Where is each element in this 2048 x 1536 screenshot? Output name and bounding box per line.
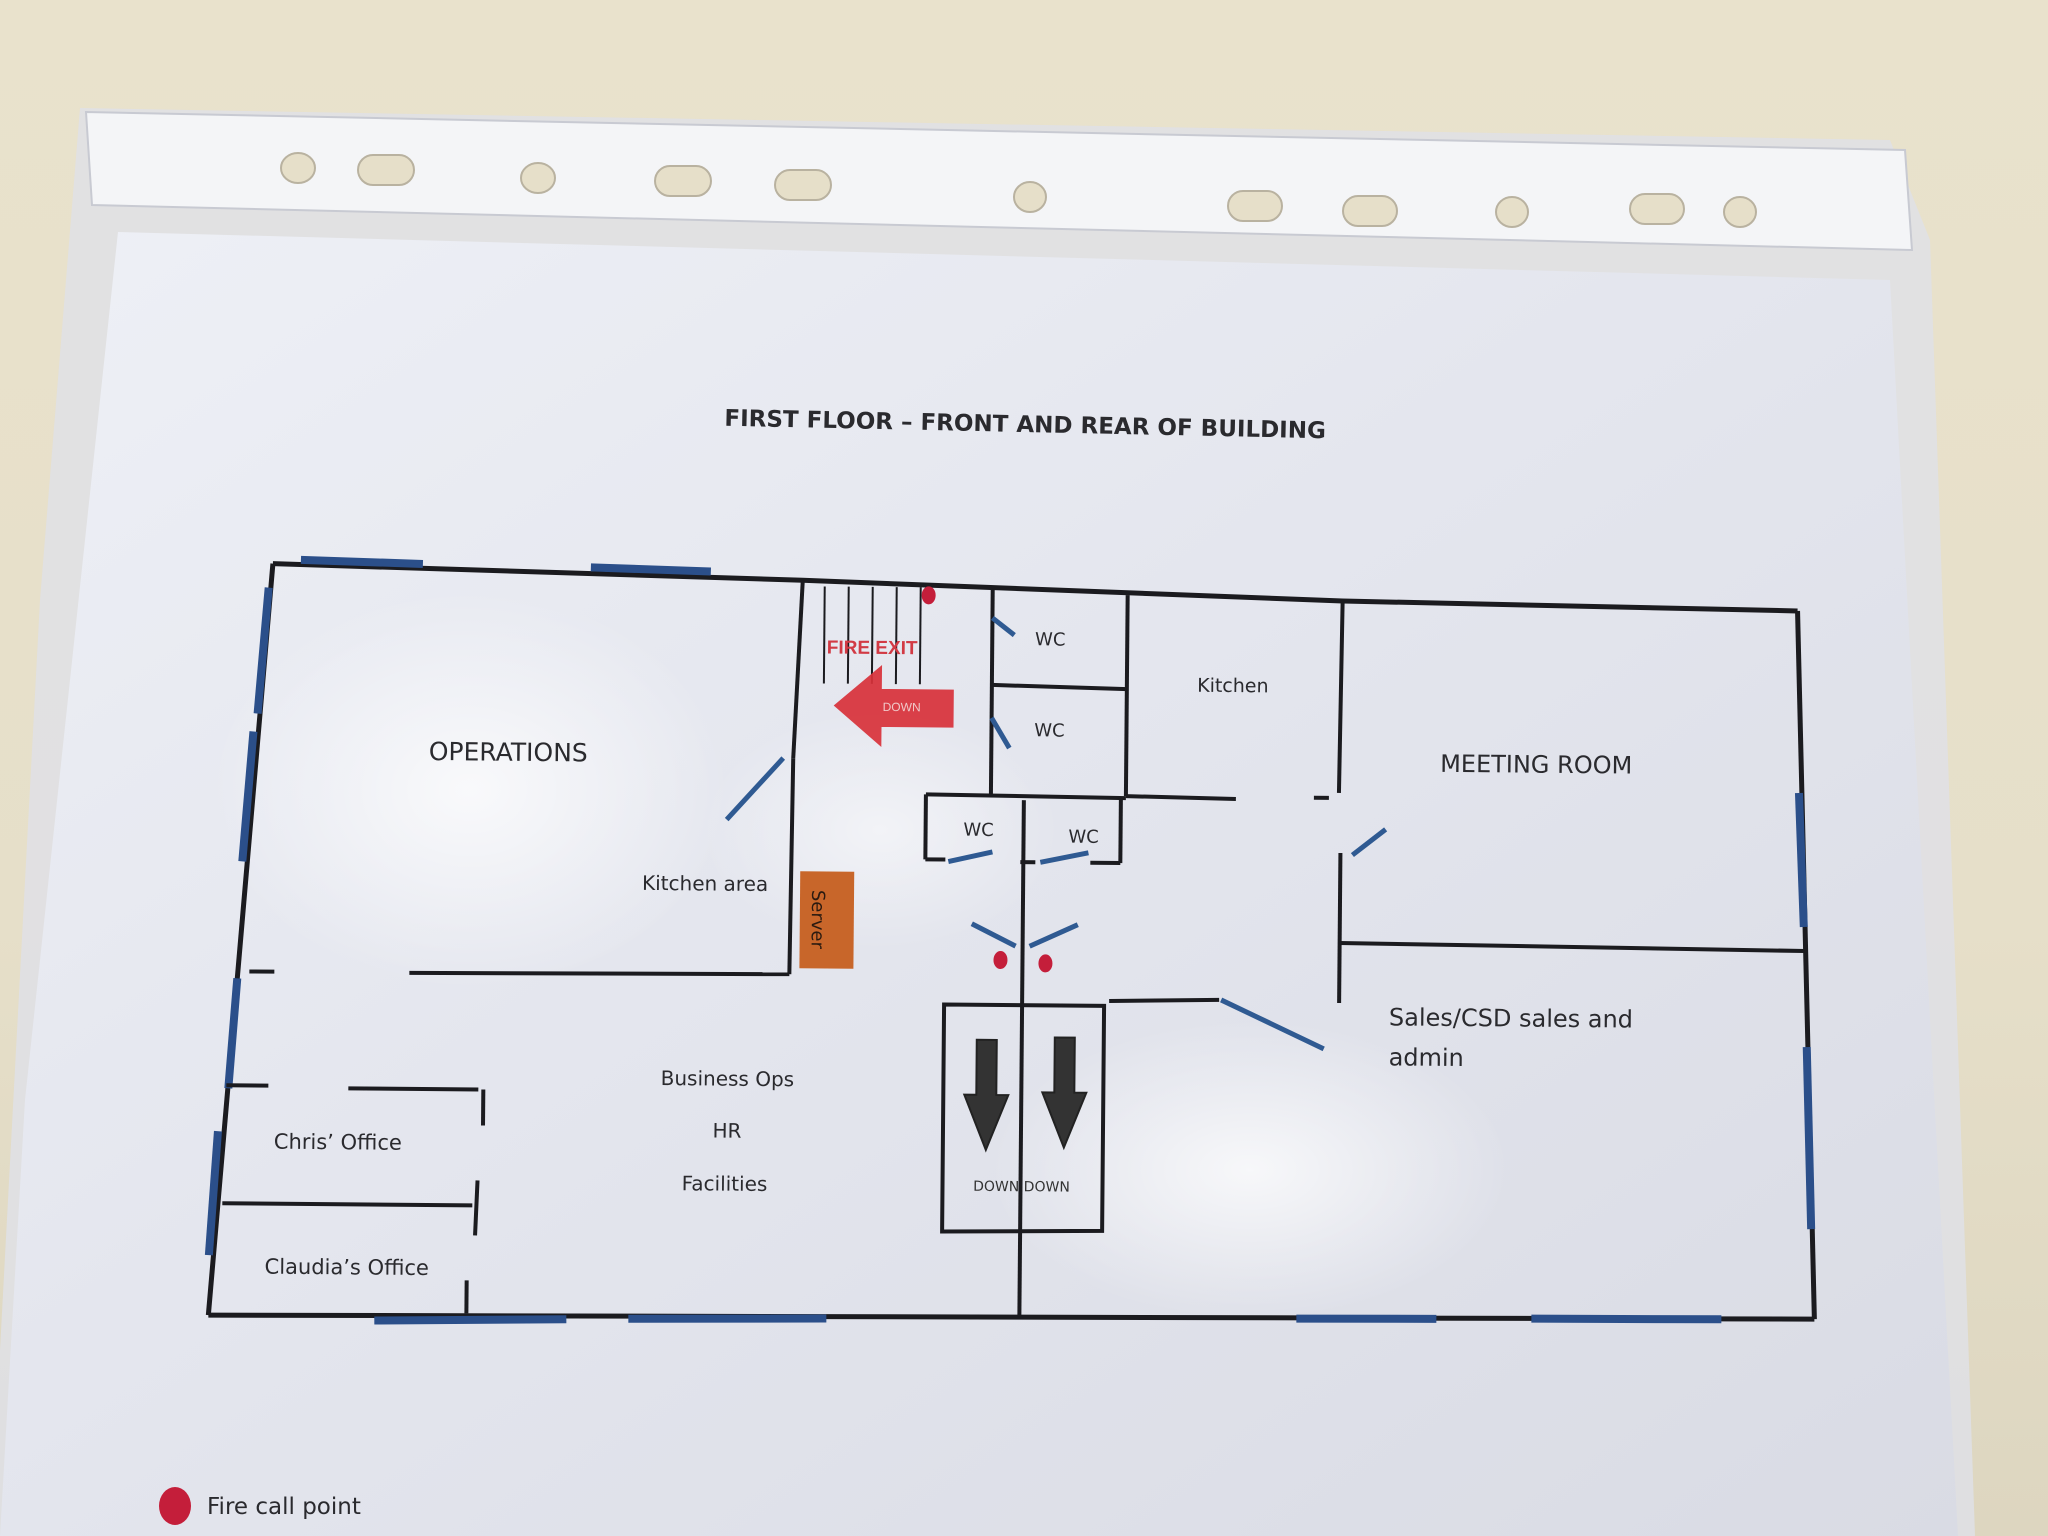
arrow-icon — [833, 664, 954, 747]
window — [1802, 1046, 1816, 1230]
wall — [991, 682, 1127, 692]
room-label-kitchen-area: Kitchen area — [642, 871, 768, 896]
stair-tread — [822, 586, 826, 684]
fire-exit-label: FIRE EXIT — [827, 637, 918, 659]
window — [253, 587, 273, 714]
wall — [988, 589, 995, 795]
stair-tread — [846, 586, 850, 684]
punch-hole — [1013, 181, 1047, 213]
wall — [923, 794, 928, 860]
window — [238, 731, 258, 862]
window — [1794, 792, 1808, 928]
wall — [1109, 997, 1220, 1003]
door — [1028, 922, 1079, 949]
window — [204, 1130, 222, 1256]
room-label-sales-admin: admin — [1389, 1043, 1464, 1072]
punch-hole — [520, 162, 556, 194]
door — [1350, 827, 1388, 858]
wall — [1339, 940, 1805, 954]
wall — [272, 561, 1798, 614]
wall — [473, 1180, 480, 1236]
fire-call-point-icon — [159, 1487, 191, 1525]
wall — [1123, 595, 1130, 797]
window — [1296, 1314, 1437, 1323]
window — [374, 1315, 567, 1325]
room-label-business-ops: Business Ops — [661, 1066, 795, 1091]
door — [1039, 850, 1089, 865]
punch-holes — [280, 152, 1757, 228]
wall — [1336, 602, 1345, 793]
doors — [724, 615, 1388, 1052]
stair-arrows — [962, 1036, 1088, 1153]
door — [947, 849, 993, 864]
room-label-facilities: Facilities — [682, 1171, 768, 1196]
wall — [940, 1002, 1107, 1234]
room-labels: OPERATIONS Kitchen area WC WC WC WC Kitc… — [265, 629, 1634, 1280]
fire-call-points — [921, 586, 1053, 973]
wall — [1337, 852, 1343, 1003]
room-label-claudia-office: Claudia’s Office — [265, 1255, 430, 1280]
punch-hole — [1495, 196, 1529, 228]
room-label-operations: OPERATIONS — [429, 737, 588, 767]
door — [1220, 997, 1325, 1052]
room-label-wc: WC — [1034, 720, 1065, 741]
room-label-sales: Sales/CSD sales and — [1389, 1003, 1633, 1033]
door — [989, 716, 1012, 750]
room-label-hr: HR — [712, 1119, 741, 1143]
punch-hole — [1227, 190, 1283, 222]
wall — [925, 792, 1126, 801]
fire-exit-arrow-text: DOWN — [883, 700, 921, 714]
wall — [348, 1086, 479, 1092]
room-label-kitchen: Kitchen — [1197, 675, 1269, 698]
glare — [990, 1020, 1510, 1320]
down-arrow-icon — [1040, 1036, 1088, 1151]
door — [724, 756, 786, 822]
punch-hole — [1629, 193, 1685, 225]
punch-hole — [774, 169, 832, 201]
room-label-wc: WC — [1035, 629, 1066, 650]
stair-tread — [918, 587, 922, 685]
legend: Fire call point — [159, 1487, 361, 1525]
fire-call-point-icon — [993, 951, 1008, 970]
floor-plan: FIRE EXIT DOWN Server DOWN DOWN OPERATIO… — [204, 555, 1817, 1325]
server-box — [799, 871, 855, 969]
punch-hole — [1723, 196, 1757, 228]
legend-fire-call-point: Fire call point — [207, 1494, 361, 1520]
window — [590, 563, 711, 576]
window — [628, 1314, 827, 1323]
room-label-meeting-room: MEETING ROOM — [1440, 750, 1632, 780]
glare — [210, 590, 730, 990]
wall — [787, 758, 796, 975]
interior-walls — [222, 580, 1805, 1317]
door — [990, 615, 1016, 638]
wall — [791, 580, 805, 759]
stairs-label: DOWN DOWN — [973, 1179, 1070, 1196]
server-label: Server — [807, 890, 829, 950]
window — [224, 978, 242, 1089]
wall — [1125, 794, 1236, 802]
punch-hole — [1342, 195, 1398, 227]
wall — [409, 970, 790, 977]
window — [300, 555, 424, 568]
punched-strip — [84, 110, 1914, 252]
room-label-wc: WC — [963, 820, 994, 841]
wall — [222, 1201, 473, 1208]
wall — [1118, 798, 1123, 864]
punch-hole — [357, 154, 415, 186]
door — [970, 921, 1017, 949]
punch-hole — [654, 165, 712, 197]
fire-exit-arrow: DOWN — [833, 664, 954, 747]
window — [1531, 1314, 1722, 1324]
stair-tread — [870, 586, 874, 684]
room-label-chris-office: Chris’ Office — [274, 1130, 402, 1155]
windows — [204, 555, 1816, 1325]
down-arrow-icon — [962, 1038, 1010, 1153]
server-cabinet: Server — [799, 871, 855, 969]
room-label-wc: WC — [1068, 827, 1099, 848]
fire-call-point-icon — [921, 586, 936, 605]
stair-tread — [894, 587, 898, 685]
fire-call-point-icon — [1038, 954, 1053, 973]
punch-hole — [280, 152, 316, 184]
